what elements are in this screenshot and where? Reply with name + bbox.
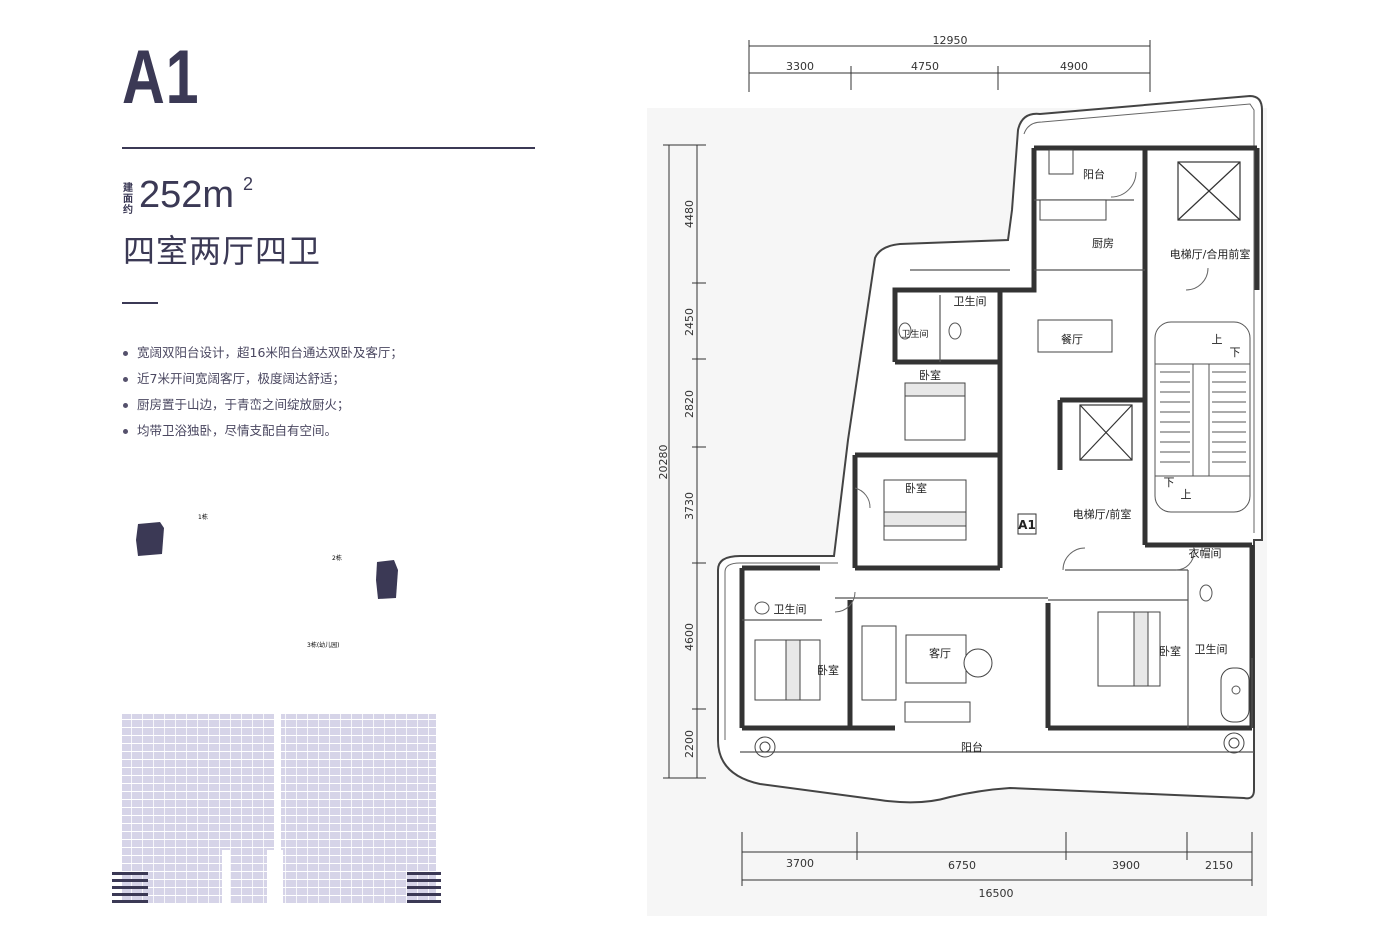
room-labels: 阳台 厨房 电梯厅/合用前室 卫生间 卫生间 餐厅 卧室 卧室 电梯厅/前室 衣… (774, 167, 1251, 754)
room-balcony-top: 阳台 (1083, 167, 1105, 181)
furniture (754, 149, 1250, 723)
room-bedroom-4: 卧室 (817, 663, 839, 677)
left-dim-2: 2450 (683, 308, 696, 336)
room-cloakroom: 衣帽间 (1189, 546, 1222, 560)
unit-label-box (1017, 513, 1037, 535)
feature-item: 厨房置于山边，于青峦之间绽放厨火； (122, 392, 403, 418)
building-1-shape (136, 522, 164, 556)
plant-pots (754, 732, 1245, 758)
doors (834, 171, 1209, 613)
elevator-shafts (1079, 161, 1241, 461)
room-bath-b: 卫生间 (901, 328, 928, 340)
bottom-dim-2: 6750 (948, 859, 976, 872)
left-dim-4: 3730 (683, 492, 696, 520)
left-dim-6: 2200 (683, 730, 696, 758)
building-3-label: 3栋(幼儿园) (307, 641, 340, 649)
site-map: 1栋 2栋 3栋(幼儿园) (136, 513, 398, 649)
bottom-dim-4: 2150 (1205, 859, 1233, 872)
top-dimension-lines (748, 40, 1151, 92)
left-dim-5: 4600 (683, 623, 696, 651)
layout-type: 四室两厅四卫 (123, 232, 322, 270)
room-bedroom-1: 卧室 (919, 368, 941, 382)
staircase (1154, 321, 1251, 513)
building-elevations (112, 714, 441, 904)
building-base-left (112, 872, 148, 903)
room-kitchen: 厨房 (1092, 237, 1114, 250)
building-1-label: 1栋 (198, 513, 208, 521)
top-dim-3: 4900 (1060, 60, 1088, 73)
left-dim-1: 4480 (683, 200, 696, 228)
bottom-dimension-lines (741, 832, 1253, 886)
sofa-living (861, 625, 897, 701)
room-balcony-bottom: 阳台 (961, 740, 983, 754)
bed-bedroom-3 (1097, 611, 1161, 687)
room-bedroom-2: 卧室 (905, 481, 927, 495)
dining-table (1037, 319, 1113, 353)
short-divider (122, 302, 158, 304)
bathtub (1220, 667, 1250, 723)
bottom-dim-1: 3700 (786, 857, 814, 870)
round-table (963, 648, 993, 678)
room-dining: 餐厅 (1061, 332, 1083, 346)
feature-item: 宽阔双阳台设计，超16米阳台通达双卧及客厅； (122, 340, 403, 366)
stair-up-label: 上 (1212, 333, 1223, 346)
top-dim-1: 3300 (786, 60, 814, 73)
bottom-total-dim: 16500 (979, 887, 1014, 900)
feature-list: 宽阔双阳台设计，超16米阳台通达双卧及客厅； 近7米开间宽阔客厅，极度阔达舒适；… (122, 340, 403, 444)
area-value: 252m (139, 174, 235, 216)
stair-up-label-2: 上 (1181, 488, 1192, 501)
kitchen-counter (1039, 199, 1107, 221)
area-superscript: 2 (243, 174, 254, 194)
top-dim-2: 4750 (911, 60, 939, 73)
room-bedroom-3: 卧室 (1159, 644, 1181, 658)
building-2-shape (376, 560, 398, 599)
room-bath-a: 卫生间 (954, 294, 987, 308)
left-dimension-lines (663, 144, 706, 779)
top-total-dim: 12950 (933, 34, 968, 47)
unit-label: A1 (1018, 518, 1036, 532)
stair-down-label: 下 (1230, 346, 1241, 359)
unit-code-title: A1 (122, 35, 200, 120)
building-base-right (407, 872, 441, 903)
media-cabinet (904, 701, 971, 723)
room-elevator-hall: 电梯厅/前室 (1073, 507, 1132, 521)
feature-item: 近7米开间宽阔客厅，极度阔达舒适； (122, 366, 403, 392)
outline-inner (724, 103, 1255, 740)
room-living: 客厅 (929, 646, 951, 660)
fixtures (754, 322, 1241, 695)
bed-bedroom-2 (883, 479, 967, 541)
room-elevator-hall-shared: 电梯厅/合用前室 (1170, 247, 1251, 261)
area-prefix: 建面约 (123, 183, 133, 216)
bottom-dim-3: 3900 (1112, 859, 1140, 872)
room-bath-d: 卫生间 (1195, 642, 1228, 656)
title-divider (122, 147, 535, 149)
stair-down-label-2: 下 (1164, 476, 1175, 489)
building-2-label: 2栋 (332, 554, 342, 562)
laundry (1048, 149, 1074, 175)
room-bath-c: 卫生间 (774, 602, 807, 616)
interior-walls (739, 145, 1260, 731)
left-total-dim: 20280 (657, 445, 670, 480)
left-dim-3: 2820 (683, 390, 696, 418)
feature-item: 均带卫浴独卧，尽情支配自有空间。 (122, 418, 403, 444)
